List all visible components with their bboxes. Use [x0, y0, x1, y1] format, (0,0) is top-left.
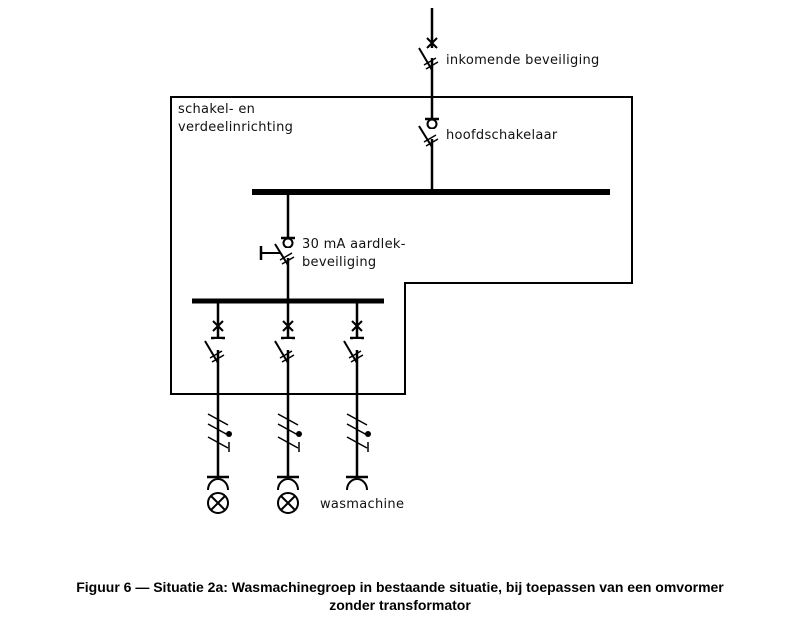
group-branch: [274, 301, 302, 514]
main-switch-label: hoofdschakelaar: [446, 128, 558, 143]
cable-conductors-icon: [346, 413, 371, 452]
main-switch-icon: [418, 117, 439, 148]
enclosure-label-line2: verdeelinrichting: [178, 120, 293, 135]
socket-outlet-icon: [207, 475, 229, 491]
rcd-icon: [259, 236, 295, 266]
cable-conductors-icon: [277, 413, 302, 452]
group-breaker-icon: [204, 320, 225, 364]
washing-machine-label: wasmachine: [320, 497, 404, 512]
group-breaker-icon: [274, 320, 295, 364]
incoming-protection-label: inkomende beveiliging: [446, 53, 600, 68]
enclosure-label-line1: schakel- en: [178, 102, 255, 117]
group-branch: [343, 301, 371, 491]
rcd-label-line2: beveiliging: [302, 255, 376, 270]
socket-outlet-icon: [277, 475, 299, 491]
caption-line1: Figuur 6 — Situatie 2a: Wasmachinegroep …: [76, 579, 724, 595]
lamp-icon: [277, 492, 299, 514]
lamp-icon: [207, 492, 229, 514]
socket-outlet-icon: [346, 475, 368, 491]
group-branch: [204, 301, 232, 514]
incoming-breaker-icon: [418, 37, 439, 71]
rcd-label-line1: 30 mA aardlek-: [302, 237, 406, 252]
enclosure-outline: [170, 96, 633, 395]
figure-caption: Figuur 6 — Situatie 2a: Wasmachinegroep …: [0, 578, 800, 614]
caption-line2: zonder transformator: [329, 597, 471, 613]
group-breaker-icon: [343, 320, 364, 364]
cable-conductors-icon: [207, 413, 232, 452]
